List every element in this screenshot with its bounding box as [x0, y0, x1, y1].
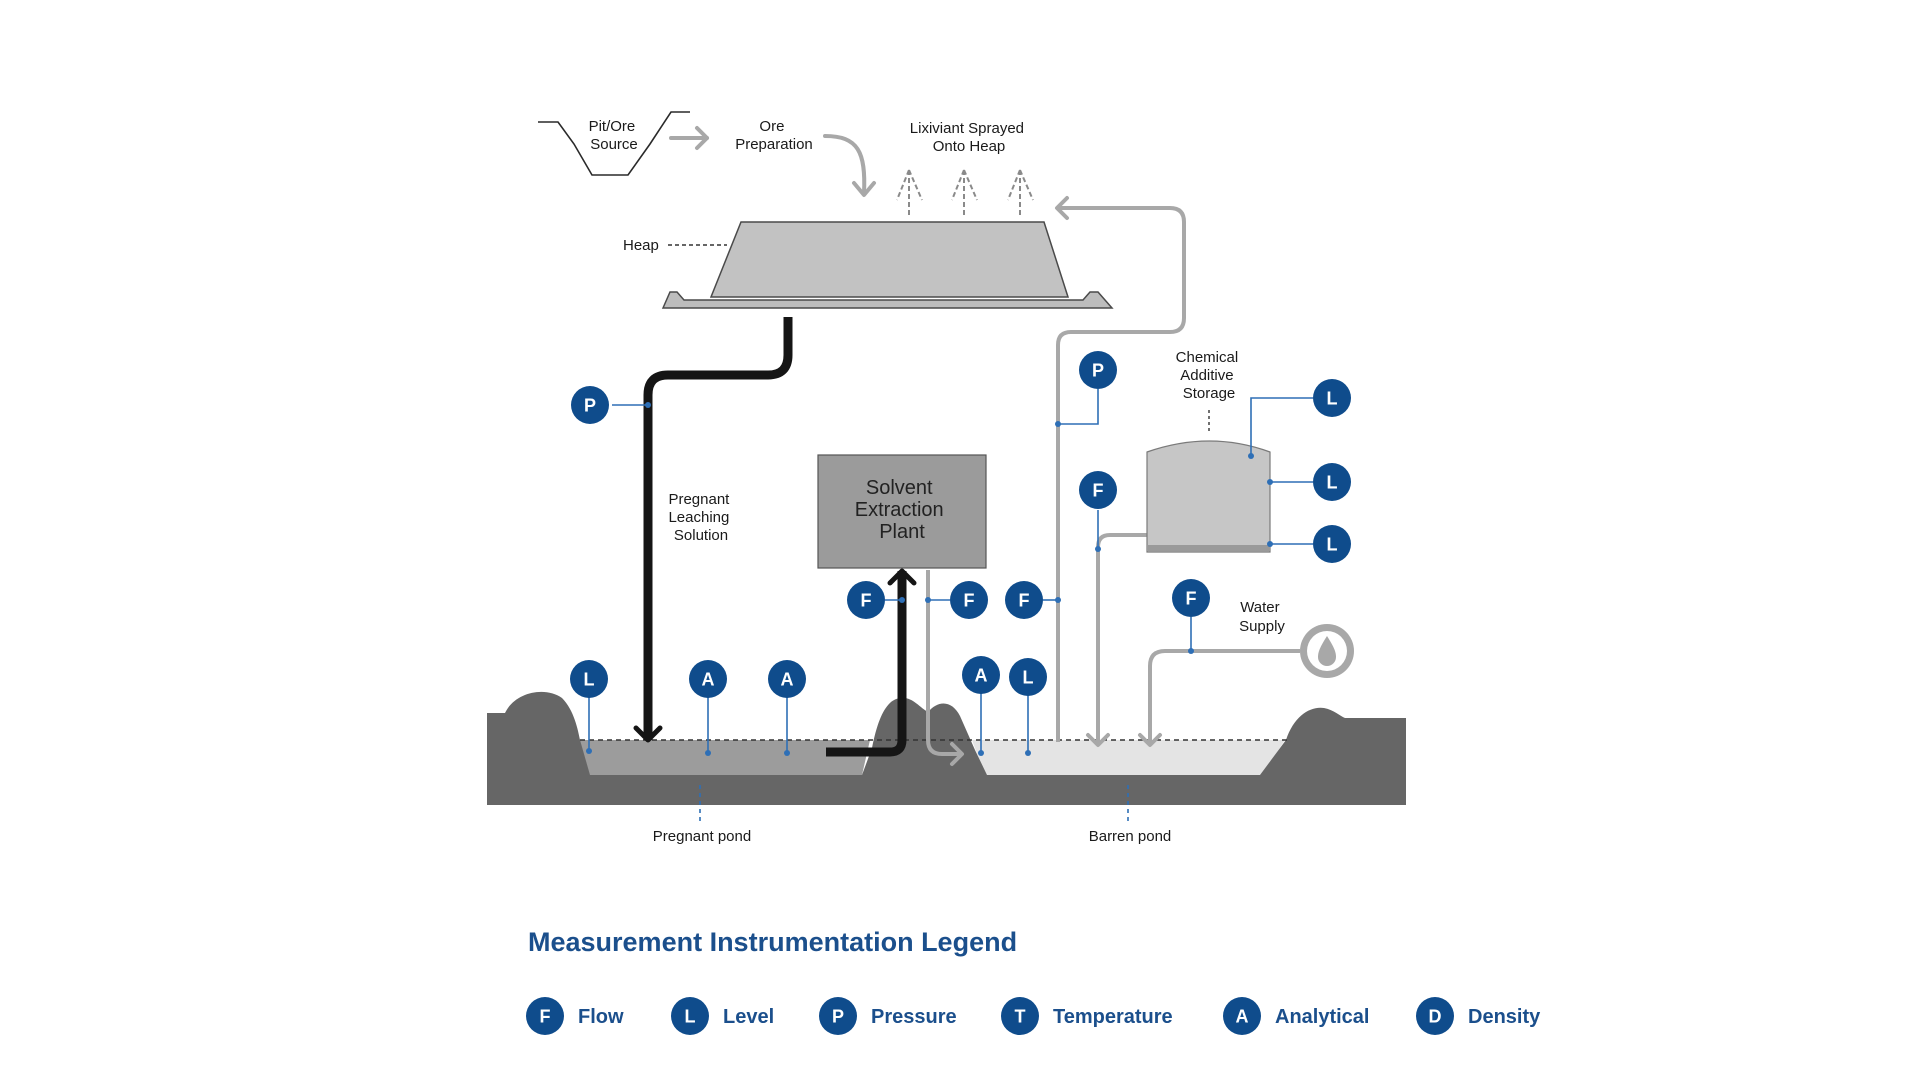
pit-ore-source-label: Pit/Ore Source [589, 118, 640, 153]
barren-pond-label: Barren pond [1089, 828, 1172, 845]
svg-text:D: D [1429, 1007, 1442, 1027]
instrument-badge-pls-pressure: P [571, 386, 609, 424]
plant-outflow-pipe [926, 570, 964, 766]
instrument-badge-plant-inlet-flow: F [847, 581, 885, 619]
chemical-storage-label: Chemical Additive Storage [1176, 349, 1243, 402]
svg-text:A: A [1236, 1007, 1249, 1027]
instrument-badge-return-flow: F [1005, 581, 1043, 619]
water-drop-icon [1300, 624, 1354, 678]
pit-to-prep-arrow-icon [669, 126, 709, 150]
barren-pond-liquid [972, 740, 1285, 775]
svg-text:Pressure: Pressure [871, 1006, 957, 1028]
instrument-badge-return-pressure: P [1079, 351, 1117, 389]
pregnant-pond-liquid [578, 740, 870, 775]
pit-outline [538, 111, 690, 176]
instrument-badge-barren-pond-level: L [1009, 658, 1047, 696]
ground-left-berm [487, 691, 1406, 805]
water-feed-pipe [1138, 649, 1300, 747]
instrument-leaders [586, 389, 1313, 825]
instrument-badge-pregnant-pond-analytical-1: A [689, 660, 727, 698]
svg-text:Density: Density [1468, 1006, 1541, 1028]
svg-text:P: P [1092, 361, 1104, 381]
svg-text:F: F [540, 1007, 551, 1027]
pregnant-pond-label: Pregnant pond [653, 828, 751, 845]
heap-label: Heap [623, 237, 659, 254]
svg-text:L: L [1023, 668, 1034, 688]
svg-text:L: L [1327, 473, 1338, 493]
instrument-badge-tank-level-top: L [1313, 379, 1351, 417]
legend-item-pressure: P Pressure [819, 997, 957, 1035]
solvent-extraction-plant [817, 454, 987, 569]
prep-to-heap-arrow-icon [823, 134, 876, 197]
svg-text:T: T [1015, 1007, 1026, 1027]
legend-item-temperature: T Temperature [1001, 997, 1173, 1035]
svg-text:F: F [1093, 481, 1104, 501]
svg-text:F: F [964, 591, 975, 611]
chemical-feed-pipe [1086, 533, 1147, 747]
plant-label: Solvent Extraction Plant [855, 477, 950, 543]
svg-text:Level: Level [723, 1006, 774, 1028]
heap-body [709, 221, 1070, 298]
legend-item-density: D Density [1416, 997, 1541, 1035]
chemical-storage-tank [1146, 440, 1271, 553]
svg-text:Analytical: Analytical [1275, 1006, 1369, 1028]
instrument-badge-plant-outlet-flow: F [950, 581, 988, 619]
svg-text:F: F [861, 591, 872, 611]
pregnant-solution-pipe [633, 317, 793, 743]
return-to-heap-pipe [1055, 196, 1186, 742]
instrument-badge-barren-pond-analytical: A [962, 656, 1000, 694]
instrument-badge-pregnant-pond-level: L [570, 660, 608, 698]
svg-text:Temperature: Temperature [1053, 1006, 1173, 1028]
spray-icon [896, 169, 1034, 216]
water-supply-label: Water Supply [1239, 599, 1285, 635]
pregnant-solution-label: Pregnant Leaching Solution [668, 491, 733, 544]
legend-item-level: L Level [671, 997, 774, 1035]
ground [487, 691, 1406, 805]
instrument-badge-water-flow: F [1172, 579, 1210, 617]
svg-text:A: A [781, 670, 794, 690]
ore-preparation-label: Ore Preparation [735, 118, 813, 153]
lixiviant-label: Lixiviant Sprayed Onto Heap [910, 120, 1028, 155]
instrument-badge-tank-level-bottom: L [1313, 525, 1351, 563]
instrument-badge-chemical-flow: F [1079, 471, 1117, 509]
heap-liner [661, 291, 1114, 309]
svg-text:F: F [1019, 591, 1030, 611]
svg-text:F: F [1186, 589, 1197, 609]
heap [661, 221, 1114, 309]
svg-text:L: L [584, 670, 595, 690]
instrument-badge-tank-level-mid: L [1313, 463, 1351, 501]
legend-title: Measurement Instrumentation Legend [528, 927, 1017, 957]
pond-to-plant-pipe [826, 568, 917, 757]
svg-text:L: L [1327, 389, 1338, 409]
svg-text:L: L [685, 1007, 696, 1027]
svg-text:A: A [702, 670, 715, 690]
svg-text:P: P [832, 1007, 844, 1027]
svg-text:Flow: Flow [578, 1006, 624, 1028]
legend-item-analytical: A Analytical [1223, 997, 1369, 1035]
legend-item-flow: F Flow [526, 997, 624, 1035]
svg-text:L: L [1327, 535, 1338, 555]
svg-text:P: P [584, 396, 596, 416]
svg-text:A: A [975, 666, 988, 686]
instrument-badge-pregnant-pond-analytical-2: A [768, 660, 806, 698]
